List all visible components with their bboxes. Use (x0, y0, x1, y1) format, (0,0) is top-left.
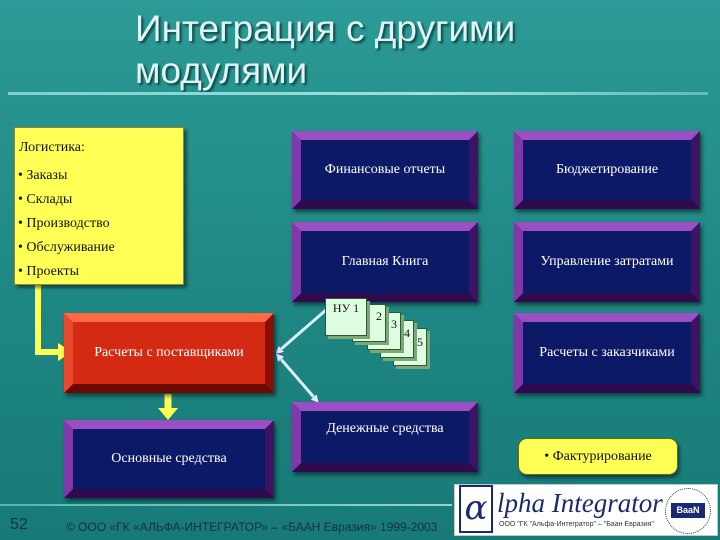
baan-seal-icon: BaaN (665, 488, 711, 534)
logistics-item-projects: • Проекты (18, 264, 80, 279)
logo-brand-text: lpha Integrator (497, 488, 663, 518)
logistics-item-service: • Обслуживание (18, 240, 115, 255)
cost-management-box: Управление затратами (514, 222, 700, 302)
ledger-doc-3-label: 3 (391, 317, 397, 331)
supplier-payments-box: Расчеты с поставщиками (64, 313, 274, 393)
ledger-doc-5-label: 5 (417, 335, 423, 349)
fixed-assets-label: Основные средства (111, 451, 227, 466)
invoicing-label: • Фактурирование (544, 448, 652, 464)
ledger-doc-1: НУ 1 (325, 298, 367, 336)
page-number: 52 (10, 516, 28, 533)
logistics-to-suppliers-arrow (35, 283, 60, 355)
general-ledger-label: Главная Книга (341, 254, 429, 269)
suppliers-to-assets-arrow-head (158, 408, 178, 420)
logistics-box: Логистика: • Заказы • Склады • Производс… (14, 127, 184, 285)
supplier-payments-label: Расчеты с поставщиками (94, 345, 244, 360)
logo-subtitle: ООО "ГК "Альфа-Интегратор" – "Баан Евраз… (499, 521, 654, 528)
cost-management-label: Управление затратами (540, 254, 674, 269)
customer-payments-box: Расчеты с заказчиками (514, 313, 700, 393)
logistics-item-orders: • Заказы (18, 168, 68, 183)
budgeting-label: Бюджетирование (555, 162, 659, 177)
cash-label: Денежные средства (326, 421, 444, 436)
baan-seal-label: BaaN (671, 503, 705, 518)
general-ledger-box: Главная Книга (292, 222, 478, 302)
slide-title: Интеграция с другими модулями (135, 8, 516, 91)
copyright-text: © ООО «ГК «АЛЬФА-ИНТЕГРАТОР» – «БААН Евр… (66, 520, 438, 534)
logistics-item-production: • Производство (18, 216, 110, 231)
ledger-doc-1-label: НУ 1 (332, 301, 360, 315)
ledger-doc-2-label: 2 (376, 309, 382, 323)
financial-reports-label: Финансовые отчеты (324, 162, 446, 177)
title-divider (8, 92, 708, 95)
budgeting-box: Бюджетирование (514, 131, 700, 209)
connector-suppliers-cash (280, 358, 318, 402)
alpha-integrator-logo: α lpha Integrator ООО "ГК "Альфа-Интегра… (454, 484, 718, 536)
fixed-assets-box: Основные средства (64, 420, 274, 498)
cash-box: Денежные средства (292, 402, 478, 472)
invoicing-pill: • Фактурирование (518, 438, 678, 475)
ledger-doc-4-label: 4 (404, 326, 410, 340)
customer-payments-label: Расчеты с заказчиками (539, 345, 675, 360)
footer-divider (0, 504, 452, 506)
alpha-logo-icon: α (459, 485, 493, 533)
logistics-heading: Логистика: (19, 140, 85, 155)
financial-reports-box: Финансовые отчеты (292, 131, 478, 209)
logistics-item-warehouses: • Склады (18, 192, 73, 207)
